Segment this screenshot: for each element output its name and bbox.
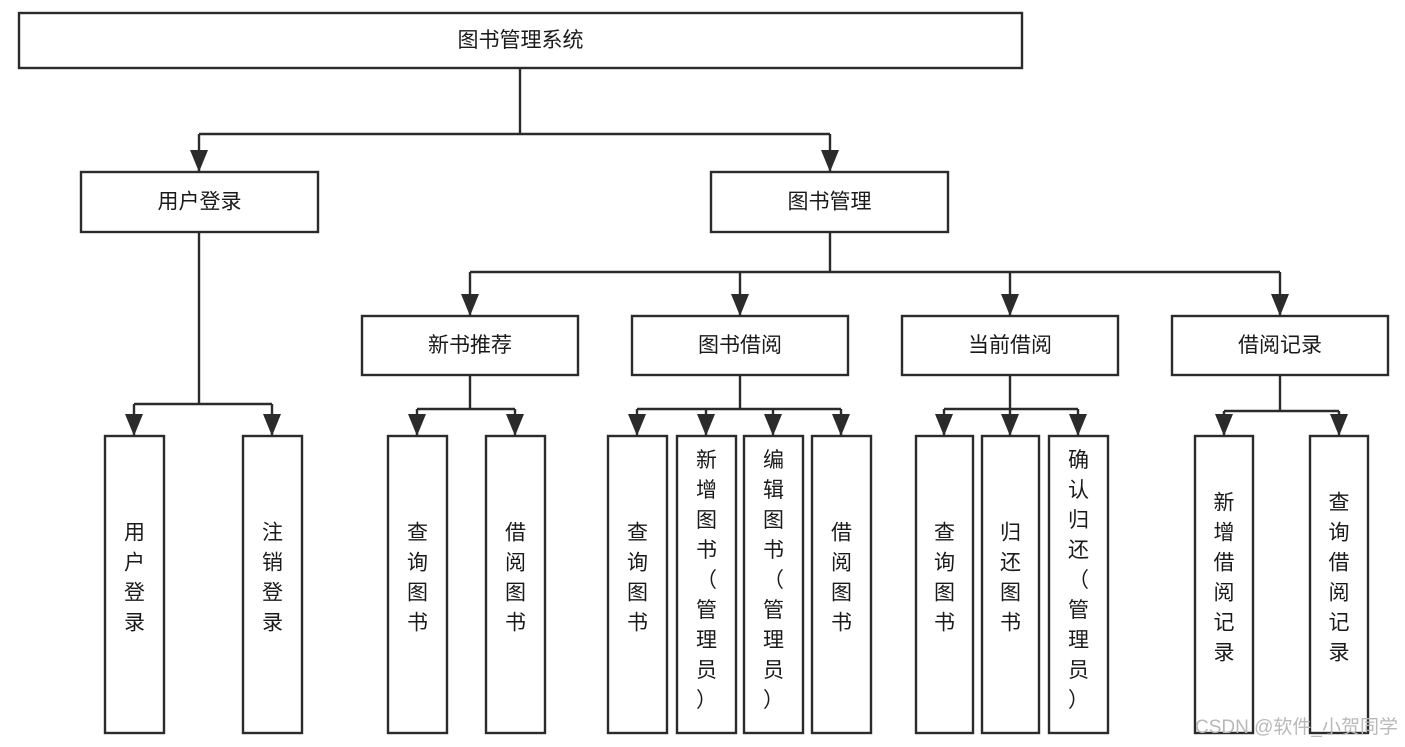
node-box[interactable]: [675, 434, 738, 735]
node-leaf-query-book-current[interactable]: 查询图书: [914, 434, 975, 735]
arrow-head-icon: [1271, 294, 1289, 316]
node-leaf-add-book[interactable]: 新增图书（管理员）: [675, 434, 738, 735]
node-current-borrow[interactable]: 当前借阅: [900, 314, 1120, 377]
node-label: 查询图书: [407, 522, 428, 635]
node-label: 用户登录: [124, 522, 145, 635]
node-leaf-return-book[interactable]: 归还图书: [980, 434, 1041, 735]
node-box[interactable]: [1047, 434, 1110, 735]
node-box[interactable]: [360, 314, 580, 377]
arrow-head-icon: [506, 414, 524, 436]
arrow-head-icon: [408, 414, 426, 436]
node-layer: 图书管理系统用户登录图书管理新书推荐图书借阅当前借阅借阅记录用户登录注销登录查询…: [17, 11, 1390, 735]
node-box[interactable]: [709, 170, 950, 234]
arrow-head-icon: [190, 150, 208, 172]
node-leaf-query-borrow-record[interactable]: 查询借阅记录: [1308, 434, 1370, 735]
node-book-borrow[interactable]: 图书借阅: [630, 314, 850, 377]
node-label: 当前借阅: [968, 334, 1052, 357]
node-book-management[interactable]: 图书管理: [709, 170, 950, 234]
node-box[interactable]: [980, 434, 1041, 735]
node-root[interactable]: 图书管理系统: [17, 11, 1024, 70]
node-box[interactable]: [386, 434, 449, 735]
connector-layer: [125, 68, 1348, 436]
node-label: 查询图书: [627, 522, 648, 635]
node-box[interactable]: [900, 314, 1120, 377]
node-box[interactable]: [742, 434, 805, 735]
node-box[interactable]: [484, 434, 547, 735]
arrow-head-icon: [628, 414, 646, 436]
node-label: 借阅记录: [1238, 334, 1322, 357]
node-label: 用户登录: [158, 191, 242, 214]
node-leaf-query-book-recommend[interactable]: 查询图书: [386, 434, 449, 735]
node-box[interactable]: [914, 434, 975, 735]
node-leaf-query-book-borrow[interactable]: 查询图书: [606, 434, 669, 735]
node-label: 借阅图书: [505, 522, 526, 635]
arrow-head-icon: [125, 414, 143, 436]
node-box[interactable]: [17, 11, 1024, 70]
arrow-head-icon: [832, 414, 850, 436]
node-label: 图书管理: [788, 191, 872, 214]
node-label: 归还图书: [1000, 522, 1021, 635]
arrow-head-icon: [821, 150, 839, 172]
node-box[interactable]: [79, 170, 320, 234]
arrow-head-icon: [697, 414, 715, 436]
node-leaf-add-borrow-record[interactable]: 新增借阅记录: [1193, 434, 1255, 735]
node-leaf-borrow-book-recommend[interactable]: 借阅图书: [484, 434, 547, 735]
node-borrow-records[interactable]: 借阅记录: [1170, 314, 1390, 377]
arrow-head-icon: [1001, 414, 1019, 436]
arrow-head-icon: [1215, 414, 1233, 436]
node-box[interactable]: [1170, 314, 1390, 377]
node-label: 新书推荐: [428, 334, 512, 357]
node-label: 查询借阅记录: [1329, 492, 1350, 665]
arrow-head-icon: [1069, 414, 1087, 436]
node-label: 图书借阅: [698, 334, 782, 357]
arrow-head-icon: [263, 414, 281, 436]
node-new-book-recommend[interactable]: 新书推荐: [360, 314, 580, 377]
node-leaf-user-login[interactable]: 用户登录: [103, 434, 166, 735]
node-label: 借阅图书: [831, 522, 852, 635]
node-label: 查询图书: [934, 522, 955, 635]
node-label: 注销登录: [262, 522, 283, 635]
arrow-head-icon: [935, 414, 953, 436]
node-label: 新增图书（管理员）: [696, 449, 717, 712]
node-box[interactable]: [103, 434, 166, 735]
arrow-head-icon: [1330, 414, 1348, 436]
node-user-login[interactable]: 用户登录: [79, 170, 320, 234]
arrow-head-icon: [1001, 294, 1019, 316]
node-box[interactable]: [241, 434, 304, 735]
node-label: 新增借阅记录: [1214, 492, 1235, 665]
node-box[interactable]: [810, 434, 873, 735]
arrow-head-icon: [731, 294, 749, 316]
node-leaf-edit-book[interactable]: 编辑图书（管理员）: [742, 434, 805, 735]
node-box[interactable]: [1308, 434, 1370, 735]
node-box[interactable]: [630, 314, 850, 377]
arrow-head-icon: [461, 294, 479, 316]
node-leaf-borrow-book[interactable]: 借阅图书: [810, 434, 873, 735]
node-label: 编辑图书（管理员）: [763, 449, 784, 712]
arrow-head-icon: [764, 414, 782, 436]
node-label: 图书管理系统: [458, 29, 584, 52]
node-box[interactable]: [606, 434, 669, 735]
node-leaf-logout[interactable]: 注销登录: [241, 434, 304, 735]
csdn-watermark: CSDN @软件_小贺同学: [1195, 716, 1398, 738]
node-label: 确认归还（管理员）: [1068, 449, 1089, 712]
node-box[interactable]: [1193, 434, 1255, 735]
node-leaf-confirm-return[interactable]: 确认归还（管理员）: [1047, 434, 1110, 735]
